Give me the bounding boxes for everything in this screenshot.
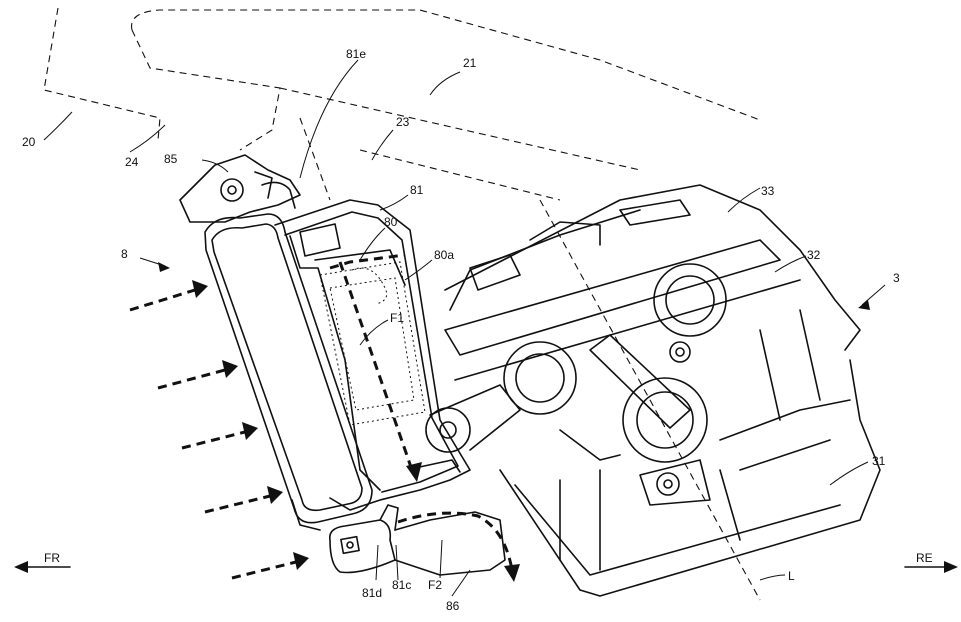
label-32: 32 bbox=[807, 248, 821, 262]
frame-23 bbox=[299, 117, 561, 201]
seat-outline bbox=[43, 7, 761, 171]
flow-F1 bbox=[329, 253, 422, 482]
label-8: 8 bbox=[121, 247, 128, 261]
filter-element-80 bbox=[319, 261, 426, 426]
label-81d: 81d bbox=[362, 586, 382, 600]
label-86: 86 bbox=[446, 599, 460, 613]
label-33: 33 bbox=[761, 184, 775, 198]
front-direction-arrow bbox=[14, 561, 71, 573]
pointer-8-arrowhead bbox=[158, 262, 170, 272]
label-81c: 81c bbox=[392, 578, 411, 592]
label-85: 85 bbox=[164, 152, 178, 166]
label-31: 31 bbox=[872, 454, 886, 468]
label-RE: RE bbox=[916, 551, 933, 565]
label-F1: F1 bbox=[390, 311, 404, 325]
flow-F2 bbox=[397, 511, 520, 582]
label-24: 24 bbox=[125, 155, 139, 169]
label-81e: 81e bbox=[346, 47, 366, 61]
lower-mount bbox=[328, 504, 506, 576]
label-F2: F2 bbox=[428, 578, 442, 592]
label-80a: 80a bbox=[434, 248, 454, 262]
label-80: 80 bbox=[384, 215, 398, 229]
label-L: L bbox=[788, 569, 795, 583]
radiator-8 bbox=[204, 213, 373, 531]
leader-lines bbox=[43, 59, 886, 597]
rear-direction-arrow bbox=[904, 561, 958, 573]
bracket-85 bbox=[179, 154, 301, 223]
label-23: 23 bbox=[396, 115, 410, 129]
air-cleaner-case bbox=[274, 199, 471, 511]
label-20: 20 bbox=[22, 135, 36, 149]
label-81: 81 bbox=[410, 183, 424, 197]
label-FR: FR bbox=[44, 551, 60, 565]
label-21: 21 bbox=[463, 56, 477, 70]
pointer-3-arrowhead bbox=[858, 300, 870, 310]
label-3: 3 bbox=[893, 271, 900, 285]
engine-3 bbox=[425, 184, 881, 601]
incoming-airflow-arrows bbox=[129, 280, 309, 580]
